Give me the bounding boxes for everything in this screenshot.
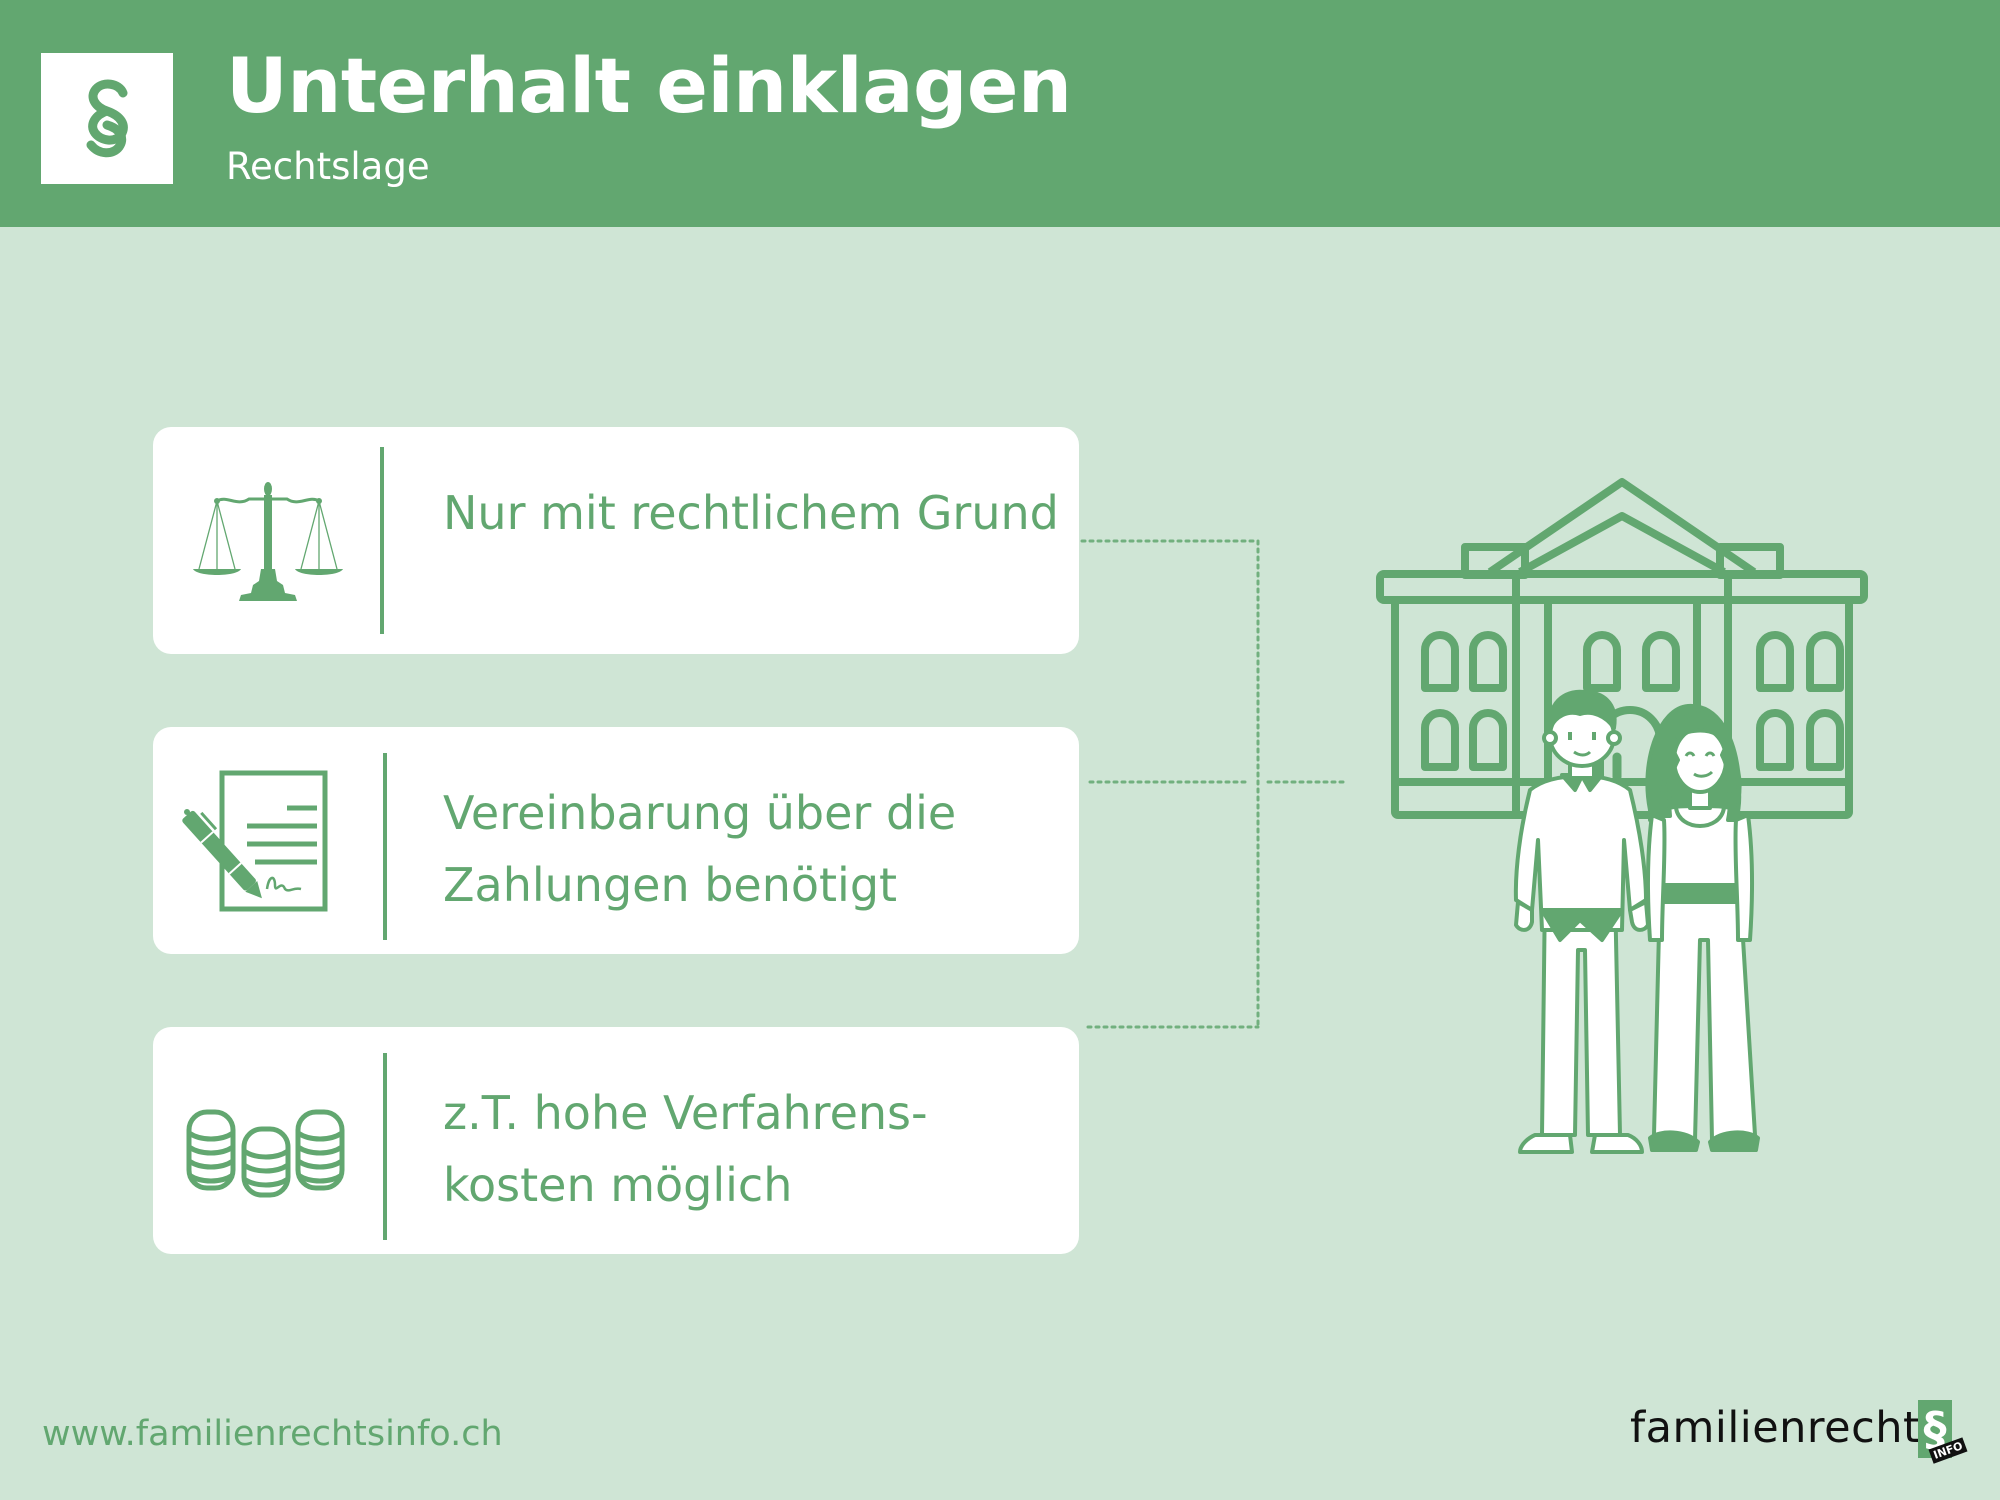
coin-stacks-icon: [186, 1109, 345, 1198]
courthouse-family-illustration: [1376, 478, 1868, 1154]
card-divider: [380, 447, 384, 634]
brand-paragraph-icon: §: [1918, 1400, 1952, 1458]
page-subtitle: Rechtslage: [226, 145, 430, 188]
card-text: z.T. hohe Verfahrens-kosten möglich: [443, 1086, 928, 1212]
info-card-legal-reason: Nur mit rechtlichem Grund: [153, 427, 1079, 654]
card-divider: [383, 1053, 387, 1240]
header-banner: Unterhalt einklagen Rechtslage: [0, 0, 2000, 227]
brand-name: familienrecht: [1630, 1403, 1921, 1453]
signed-contract-icon: [182, 770, 328, 912]
website-url[interactable]: www.familienrechtsinfo.ch: [42, 1414, 503, 1454]
info-card-payment-agreement: Vereinbarung über die Zahlungen benötigt: [153, 727, 1079, 954]
courthouse-icon: [1376, 478, 1868, 819]
scales-of-justice-icon: [193, 482, 343, 601]
brand-logo: familienrecht § INFO: [1630, 1398, 1970, 1468]
info-card-procedure-costs: z.T. hohe Verfahrens-kosten möglich: [153, 1027, 1079, 1254]
card-divider: [383, 753, 387, 940]
paragraph-icon: [86, 79, 128, 158]
woman-figure: [1645, 703, 1760, 1152]
card-text: Vereinbarung über die Zahlungen benötigt: [443, 786, 957, 912]
page-title: Unterhalt einklagen: [226, 41, 1072, 130]
paragraph-logo: [41, 53, 173, 184]
card-text: Nur mit rechtlichem Grund: [443, 486, 1059, 540]
child-figure: [1513, 689, 1650, 1154]
